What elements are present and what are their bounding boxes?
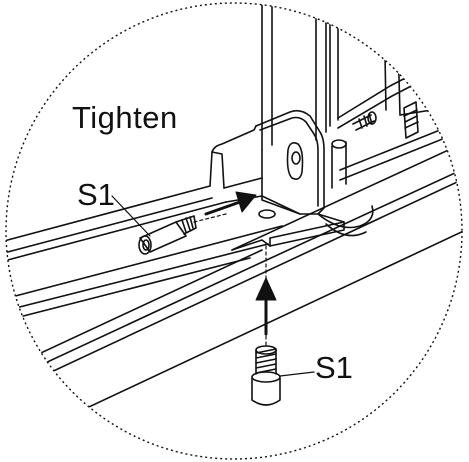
callout-s1-bottom: S1 bbox=[315, 350, 353, 385]
callout-s1-side: S1 bbox=[77, 177, 115, 212]
set-screw-2 bbox=[403, 101, 419, 139]
callout-leaders bbox=[111, 195, 315, 377]
instruction-label: Tighten bbox=[72, 100, 178, 135]
right-frame-bracket bbox=[331, 47, 462, 189]
alignment-lines bbox=[193, 213, 267, 347]
set-screw-1 bbox=[352, 111, 377, 131]
detail-view-circle bbox=[5, 2, 463, 460]
vertical-frame-post bbox=[261, 3, 401, 151]
arrow-bottom bbox=[255, 277, 277, 336]
screw-side bbox=[138, 215, 197, 255]
arrow-side bbox=[204, 191, 257, 216]
rail-extrusion bbox=[6, 139, 462, 431]
corner-bracket bbox=[209, 109, 374, 251]
screw-bottom bbox=[251, 345, 281, 406]
